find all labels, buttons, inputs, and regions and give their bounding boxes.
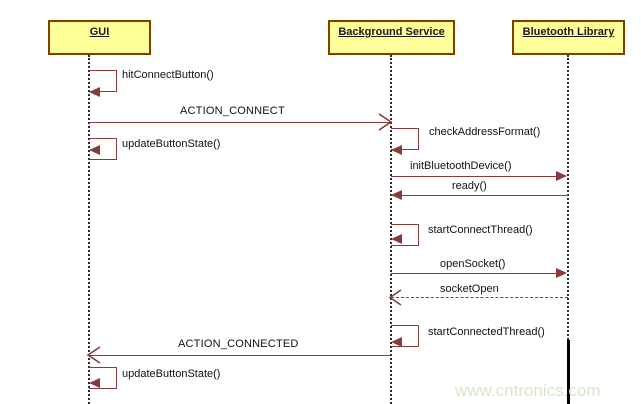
- arrowhead-check-address-format: [391, 145, 402, 155]
- message-line-action-connect: [89, 122, 391, 123]
- message-line-socket-open: [391, 297, 568, 298]
- self-call-loop-hit-connect-button: [89, 70, 117, 92]
- activation-bar-bluetooth-library: [567, 340, 570, 404]
- message-label-action-connected: ACTION_CONNECTED: [178, 338, 299, 350]
- participant-box-gui[interactable]: GUI: [48, 20, 151, 55]
- arrowhead-open-socket: [556, 268, 567, 278]
- arrowhead-start-connect-thread: [391, 234, 402, 244]
- self-call-loop-update-button-state-2: [89, 367, 117, 389]
- participant-box-background-service[interactable]: Background Service: [328, 20, 455, 55]
- message-label-update-button-state-2: updateButtonState(): [122, 368, 221, 380]
- message-label-update-button-state-1: updateButtonState(): [122, 138, 221, 150]
- participant-label-bluetooth-library: Bluetooth Library: [522, 26, 615, 38]
- self-call-loop-start-connected-thread: [391, 325, 419, 347]
- watermark-text: www.cntronics.com: [455, 381, 601, 400]
- arrowhead-hit-connect-button: [89, 87, 100, 97]
- participant-label-background-service: Background Service: [338, 26, 445, 38]
- arrowhead-action-connect: [378, 113, 393, 131]
- message-label-open-socket: openSocket(): [440, 258, 506, 270]
- arrowhead-socket-open: [388, 289, 402, 306]
- message-label-socket-open: socketOpen: [440, 283, 499, 295]
- lifeline-bluetooth-library: [567, 55, 569, 404]
- message-label-start-connected-thread: startConnectedThread(): [428, 326, 545, 338]
- message-line-open-socket: [391, 273, 558, 274]
- self-call-loop-update-button-state-1: [89, 138, 117, 160]
- arrowhead-action-connected: [86, 346, 101, 364]
- message-label-start-connect-thread: startConnectThread(): [428, 224, 533, 236]
- participant-box-bluetooth-library[interactable]: Bluetooth Library: [512, 20, 625, 55]
- message-label-action-connect: ACTION_CONNECT: [180, 105, 285, 117]
- arrowhead-update-button-state-1: [89, 145, 100, 155]
- arrowhead-ready: [391, 190, 402, 200]
- lifeline-gui: [88, 55, 90, 404]
- message-label-ready: ready(): [452, 180, 487, 192]
- message-line-ready: [391, 195, 568, 196]
- message-line-init-bluetooth-device: [391, 176, 558, 177]
- message-line-action-connected: [89, 355, 391, 356]
- message-label-check-address-format: checkAddressFormat(): [429, 126, 541, 138]
- self-call-loop-start-connect-thread: [391, 224, 419, 246]
- arrowhead-start-connected-thread: [391, 337, 402, 347]
- self-call-loop-check-address-format: [391, 128, 419, 150]
- arrowhead-init-bluetooth-device: [556, 171, 567, 181]
- message-label-init-bluetooth-device: initBluetoothDevice(): [410, 160, 512, 172]
- message-label-hit-connect-button: hitConnectButton(): [122, 69, 214, 81]
- arrowhead-update-button-state-2: [89, 378, 100, 388]
- participant-label-gui: GUI: [89, 26, 110, 38]
- lifeline-background-service: [390, 55, 392, 404]
